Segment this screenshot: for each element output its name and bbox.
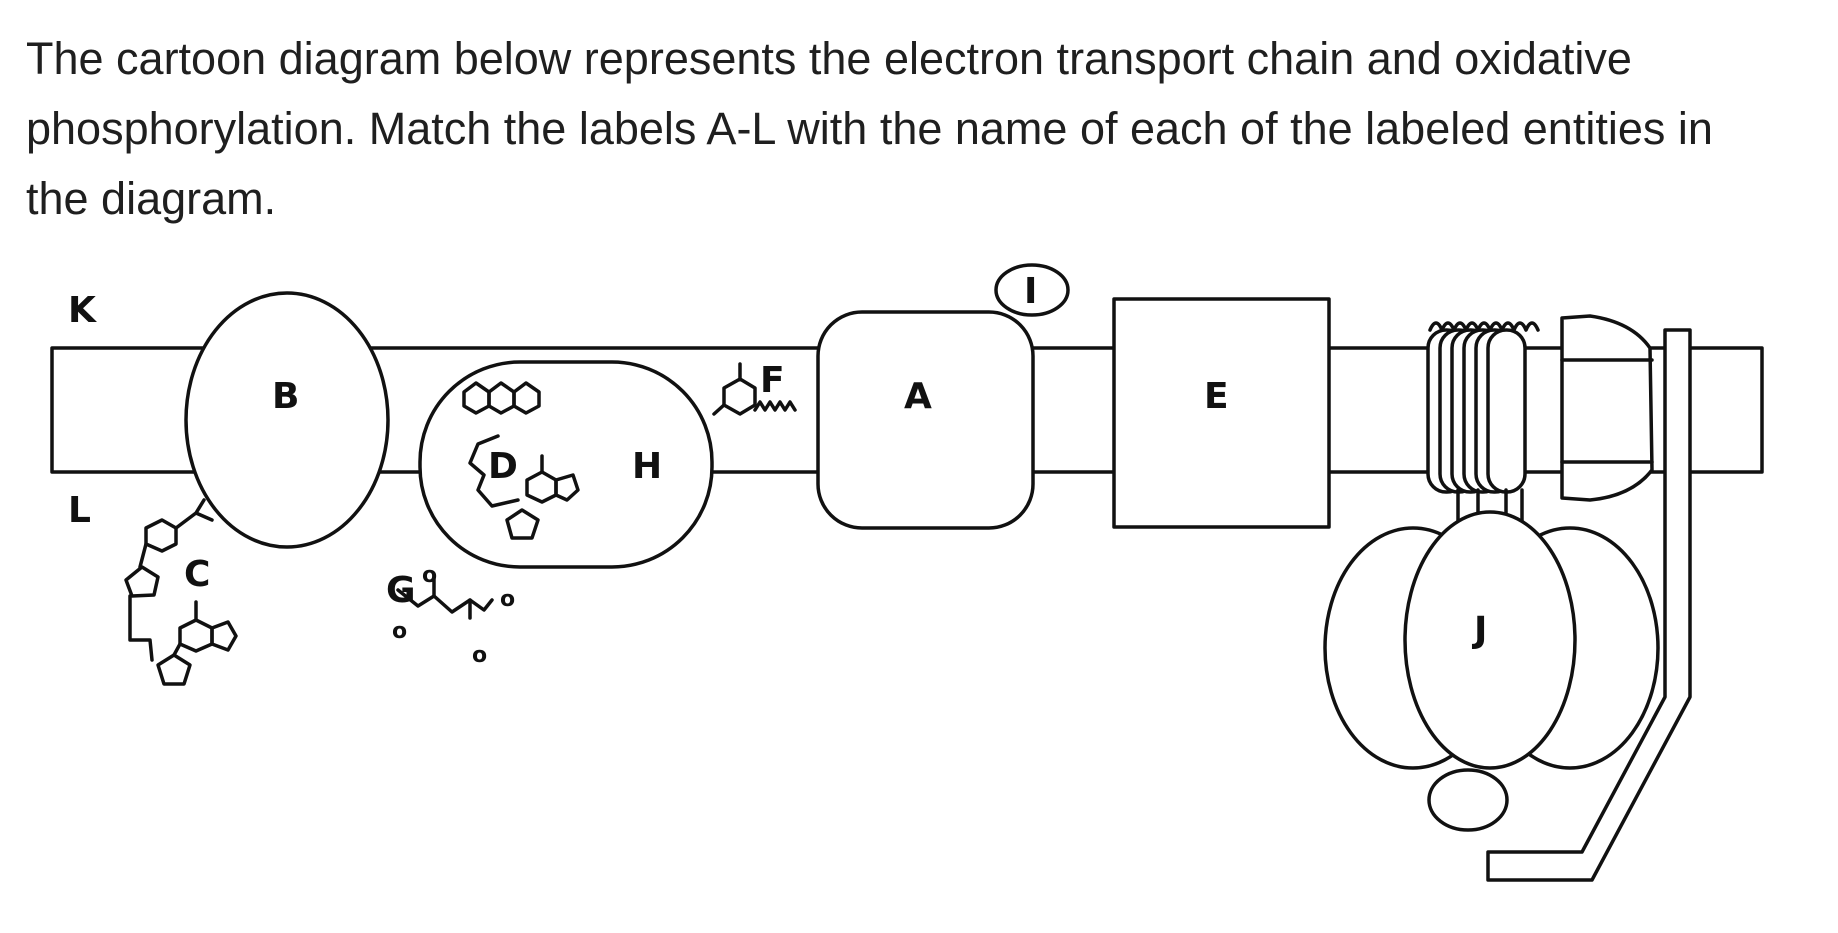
complex-h xyxy=(418,360,714,569)
label-d: D xyxy=(488,446,518,487)
complex-b xyxy=(184,291,390,549)
molecule-g xyxy=(396,574,494,620)
cytochrome-i xyxy=(994,263,1070,317)
oxygen-mark: o xyxy=(500,587,515,612)
label-e: E xyxy=(1204,376,1229,417)
label-g: G xyxy=(386,570,416,611)
atp-synthase-stator xyxy=(1486,328,1692,882)
oxygen-mark: o xyxy=(392,619,407,644)
label-a: A xyxy=(904,376,932,417)
coenzyme-q-d xyxy=(462,381,580,540)
label-c: C xyxy=(184,554,210,595)
label-l: L xyxy=(68,490,91,531)
label-f: F xyxy=(760,360,785,401)
atp-synthase-f1 xyxy=(1323,510,1660,832)
atp-synthase-c-ring xyxy=(1426,321,1540,494)
complex-e xyxy=(1112,297,1331,529)
question-text: The cartoon diagram below represents the… xyxy=(26,33,1713,224)
complex-a xyxy=(816,310,1035,530)
atp-synthase-a-subunit xyxy=(1560,314,1654,502)
molecule-c xyxy=(124,498,238,686)
oxygen-mark: o xyxy=(422,563,437,588)
label-i: I xyxy=(1024,271,1037,312)
label-j: J xyxy=(1471,610,1487,651)
molecule-f xyxy=(712,362,797,416)
label-b: B xyxy=(272,376,299,417)
label-k: K xyxy=(68,290,97,331)
label-h: H xyxy=(632,446,662,487)
oxygen-mark: o xyxy=(472,643,487,668)
